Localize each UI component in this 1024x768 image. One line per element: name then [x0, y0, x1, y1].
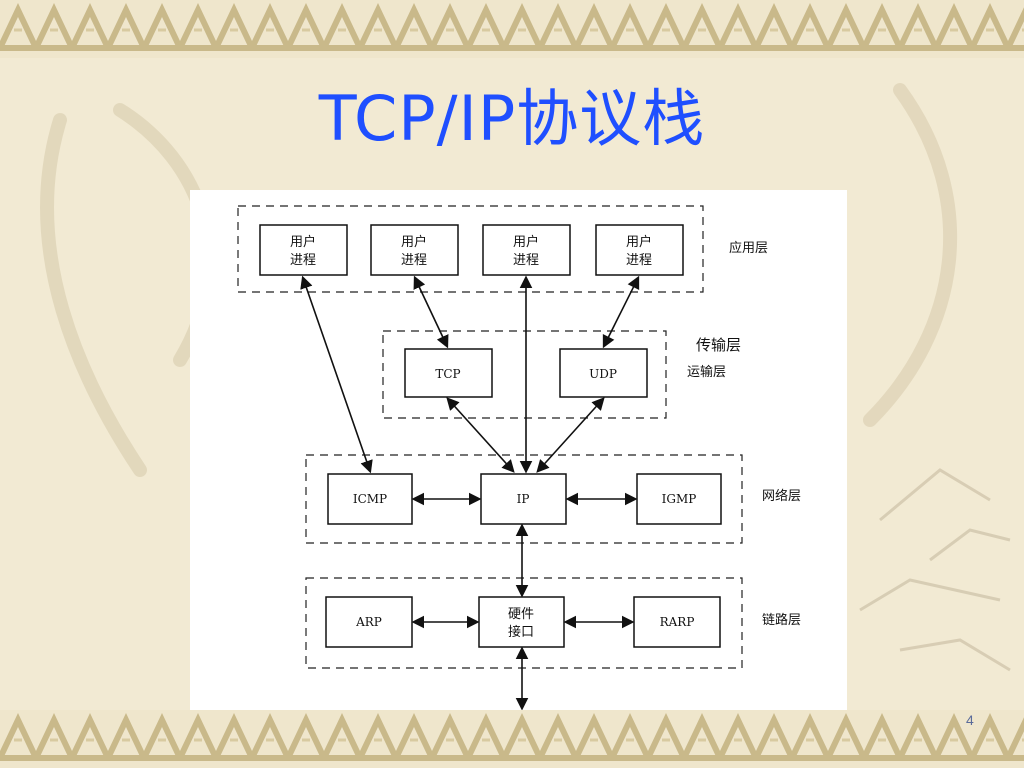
- icmp-box: [327, 473, 413, 525]
- igmp-label: IGMP: [662, 492, 697, 506]
- user-process-2-line1: 用户: [401, 234, 427, 250]
- user-process-box-3: [482, 224, 571, 276]
- rarp-box: [633, 596, 721, 648]
- top-decorative-border: [0, 0, 1024, 58]
- user-process-4-line1: 用户: [626, 234, 652, 250]
- arp-box: [325, 596, 413, 648]
- arrow-process1-icmp: [300, 275, 373, 474]
- arrow-tcp-ip: [446, 397, 515, 473]
- rarp-label: RARP: [660, 615, 695, 629]
- hardware-interface-line1: 硬件: [508, 607, 534, 622]
- tcp-label: TCP: [435, 367, 460, 381]
- diagram-panel: 用户 进程 用户 进程 用户 进程 用户 进程 TCP UDP ICMP IP …: [190, 190, 847, 711]
- user-process-1-line2: 进程: [290, 253, 316, 268]
- icmp-label: ICMP: [353, 492, 387, 506]
- arrow-udp-ip: [536, 397, 605, 473]
- arrow-process4-udp: [602, 275, 640, 349]
- network-layer-label: 网络层: [762, 488, 801, 504]
- application-layer-frame: [237, 205, 704, 293]
- user-process-box-1: [259, 224, 348, 276]
- user-process-4-line2: 进程: [626, 253, 652, 268]
- user-process-3-line1: 用户: [513, 234, 539, 250]
- user-process-box-4: [595, 224, 684, 276]
- transport-layer-label-bottom: 运输层: [687, 364, 726, 380]
- udp-box: [559, 348, 648, 398]
- arp-label: ARP: [355, 615, 382, 629]
- user-process-2-line2: 进程: [401, 253, 427, 268]
- ip-label: IP: [517, 492, 530, 506]
- igmp-box: [636, 473, 722, 525]
- link-layer-label: 链路层: [762, 612, 801, 628]
- page-title: TCP/IP协议栈: [318, 82, 706, 155]
- tcp-box: [404, 348, 493, 398]
- transport-layer-label-top: 传输层: [696, 336, 741, 354]
- arrow-process2-tcp: [413, 275, 449, 349]
- user-process-1-line1: 用户: [290, 234, 316, 250]
- user-process-3-line2: 进程: [513, 253, 539, 268]
- hardware-interface-line2: 接口: [508, 624, 534, 640]
- udp-label: UDP: [589, 367, 617, 381]
- user-process-box-2: [370, 224, 459, 276]
- page-number: 4: [966, 712, 974, 728]
- application-layer-label: 应用层: [729, 240, 768, 256]
- bottom-decorative-border: [0, 710, 1024, 768]
